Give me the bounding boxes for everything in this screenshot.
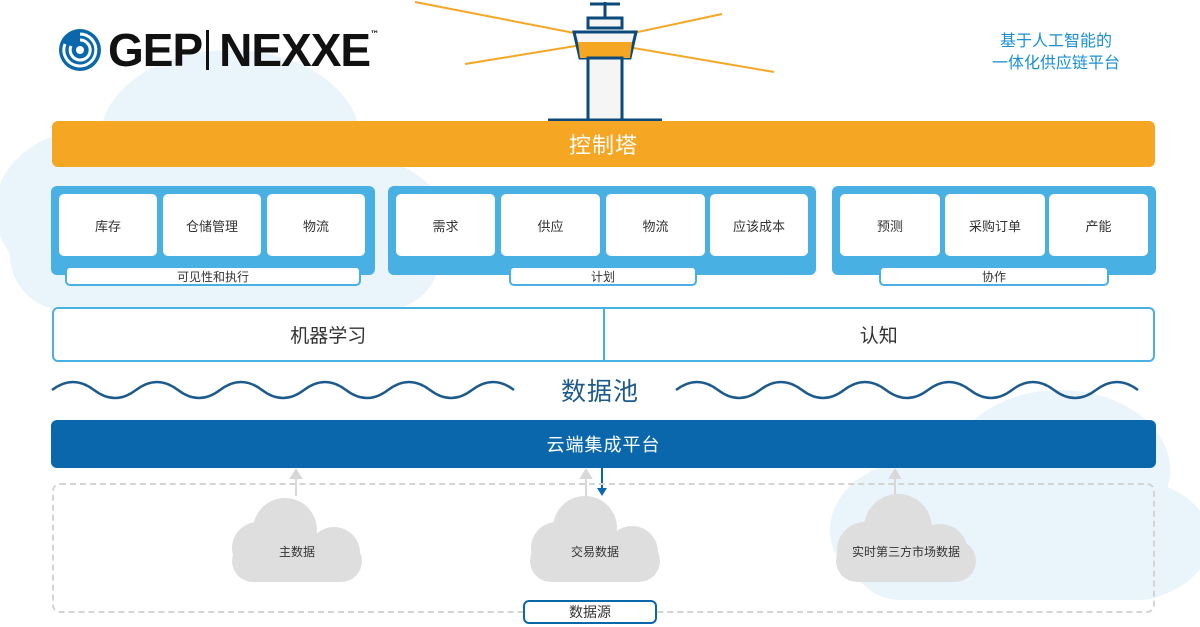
module-inventory[interactable]: 库存 [59,194,157,256]
intelligence-bar: 机器学习 认知 [52,307,1155,362]
control-tower-bar[interactable]: 控制塔 [52,121,1155,167]
cloud-integration-platform[interactable]: 云端集成平台 [51,420,1156,468]
module-logistics-execution[interactable]: 物流 [267,194,365,256]
tagline-line1: 基于人工智能的 [999,31,1112,50]
source-master-data[interactable]: 主数据 [278,545,315,559]
group-label-collaboration: 协作 [879,266,1109,286]
gep-swirl-logo-icon [59,29,101,71]
module-purchase-order[interactable]: 采购订单 [945,194,1045,256]
module-forecast[interactable]: 预测 [840,194,940,256]
logo-separator [206,30,210,70]
machine-learning[interactable]: 机器学习 [290,325,367,347]
group-visibility-execution: 库存 仓储管理 物流 可见性和执行 [51,186,375,286]
group-label-planning: 计划 [509,266,697,286]
tagline-line2: 一体化供应链平台 [991,53,1120,72]
group-collaboration: 预测 采购订单 产能 协作 [832,186,1156,286]
logo-trademark: ™ [370,30,380,40]
group-label-visibility-execution: 可见性和执行 [65,266,361,286]
module-logistics-planning[interactable]: 物流 [606,194,705,256]
gep-nexxe-logo: GEP NEXXE ™ [58,26,379,74]
module-warehouse-management[interactable]: 仓储管理 [163,194,261,256]
cognition[interactable]: 认知 [859,325,898,347]
cloud-transaction-data [530,496,660,582]
logo-text-gep: GEP [108,24,203,76]
cloud-master-data [232,498,362,582]
wave-right [675,380,1139,400]
module-supply[interactable]: 供应 [501,194,600,256]
group-planning: 需求 供应 物流 应该成本 计划 [388,186,816,286]
source-market-data[interactable]: 实时第三方市场数据 [851,545,960,559]
data-sources-label: 数据源 [523,600,657,624]
source-transaction-data[interactable]: 交易数据 [570,545,619,559]
download-arrow [597,468,607,496]
data-lake-title: 数据池 [560,377,639,406]
tagline: 基于人工智能的 一体化供应链平台 [956,30,1156,74]
intelligence-divider [602,309,605,360]
module-demand[interactable]: 需求 [396,194,495,256]
module-should-cost[interactable]: 应该成本 [710,194,808,256]
wave-left [51,380,515,400]
control-tower-icon [548,2,662,122]
module-capacity[interactable]: 产能 [1049,194,1148,256]
cloud-market-data [836,494,976,582]
cloud-icon [232,494,976,582]
logo-text-nexxe: NEXXE [219,24,371,76]
